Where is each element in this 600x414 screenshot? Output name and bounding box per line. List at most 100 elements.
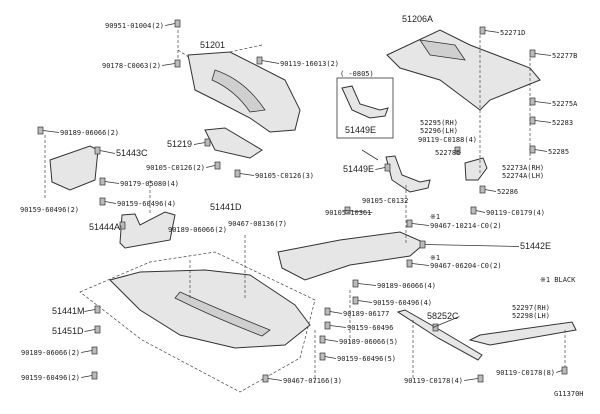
part-label[interactable]: 51449E xyxy=(345,125,376,135)
part-label[interactable]: 51442E xyxy=(520,241,551,251)
part-label[interactable]: 90189-06066(2) xyxy=(168,226,227,234)
fastener-icon xyxy=(324,307,331,316)
support-52273A xyxy=(464,157,488,181)
part-label[interactable]: 90467-08136(7) xyxy=(228,220,287,228)
part-label[interactable]: 90189-06066(5) xyxy=(339,338,398,346)
part-label[interactable]: 90467-10214-C0(2) xyxy=(430,222,502,230)
leader-line xyxy=(329,311,343,314)
side-cover-51443C xyxy=(49,145,99,191)
part-label[interactable]: 51443C xyxy=(116,148,148,158)
part-label[interactable]: 90159-60496(2) xyxy=(21,374,80,382)
part-label[interactable]: 90467-07166(3) xyxy=(283,377,342,385)
part-label[interactable]: 90105-C0126(3) xyxy=(255,172,314,180)
fastener-icon xyxy=(204,138,211,147)
leader-line xyxy=(239,173,255,176)
fastener-icon xyxy=(561,366,568,375)
part-label[interactable]: 90105-10361 xyxy=(325,209,371,217)
leader-line xyxy=(534,101,552,104)
leader-line xyxy=(375,167,386,170)
part-label[interactable]: 51201 xyxy=(200,40,225,50)
part-label[interactable]: 90189-06066(4) xyxy=(377,282,436,290)
part-label[interactable]: 51451D xyxy=(52,326,84,336)
leader-line xyxy=(267,378,283,381)
part-label[interactable]: 90159-60496(4) xyxy=(373,299,432,307)
fastener-icon xyxy=(529,145,536,154)
fastener-icon xyxy=(94,305,101,314)
leader-line xyxy=(484,30,500,33)
part-label[interactable]: 90119-C0179(4) xyxy=(486,209,545,217)
part-label[interactable]: 52271D xyxy=(500,29,525,37)
brace-58252C xyxy=(396,309,483,361)
part-label[interactable]: 52283 xyxy=(552,119,573,127)
brace-51449E-variant xyxy=(341,85,389,119)
part-label[interactable]: 90189-06177 xyxy=(343,310,389,318)
part-label[interactable]: 90159-60496 xyxy=(347,324,393,332)
part-label[interactable]: 90951-01004(2) xyxy=(105,22,164,30)
part-label[interactable]: 90178-C0063(2) xyxy=(102,62,161,70)
part-label[interactable]: 52285 xyxy=(548,148,569,156)
leader-line xyxy=(424,244,520,247)
part-label[interactable]: 90105-C0126(2) xyxy=(146,164,205,172)
part-label[interactable]: 90189-06066(2) xyxy=(60,129,119,137)
fastener-icon xyxy=(262,374,269,383)
leader-line xyxy=(344,210,373,213)
part-label[interactable]: 90119-C0178(4) xyxy=(404,377,463,385)
part-label[interactable]: 51441M xyxy=(52,306,85,316)
part-label[interactable]: 90159-60496(4) xyxy=(117,200,176,208)
part-label[interactable]: 51441D xyxy=(210,202,242,212)
leader-line xyxy=(324,339,339,342)
leader-line xyxy=(432,316,460,328)
part-label[interactable]: ※1 xyxy=(430,213,440,221)
part-label[interactable]: 52275A xyxy=(552,100,578,108)
variant-box xyxy=(336,77,394,139)
part-label[interactable]: ※1 xyxy=(430,254,440,262)
part-label[interactable]: G11370H xyxy=(554,390,584,398)
fastener-icon xyxy=(99,197,106,206)
part-label[interactable]: 51449E xyxy=(343,164,374,174)
fastener-icon xyxy=(91,346,98,355)
fastener-icon xyxy=(470,206,477,215)
part-label[interactable]: 90119-C0178(8) xyxy=(496,369,555,377)
part-label[interactable]: 51444A xyxy=(89,222,120,232)
part-label[interactable]: 90467-06204-C0(2) xyxy=(430,262,502,270)
leader-line xyxy=(464,378,479,381)
part-label[interactable]: 90159-60496(2) xyxy=(20,206,79,214)
part-label[interactable]: 52274A(LH) xyxy=(502,172,544,180)
part-label[interactable]: 90105-C0132 xyxy=(362,197,408,205)
part-label[interactable]: 90119-C0188(4) xyxy=(418,136,477,144)
part-label[interactable]: 52277B xyxy=(552,52,577,60)
part-label[interactable]: 51219 xyxy=(167,139,192,149)
part-label[interactable]: 90189-06066(2) xyxy=(21,349,80,357)
leader-line xyxy=(261,60,280,64)
part-label[interactable]: 90159-60496(5) xyxy=(337,355,396,363)
part-label[interactable]: 52296(LH) xyxy=(420,127,458,135)
part-label[interactable]: 52273A(RH) xyxy=(502,164,544,172)
leader-line xyxy=(84,309,96,312)
leader-line xyxy=(119,225,122,228)
part-label[interactable]: 58252C xyxy=(427,311,459,321)
part-label[interactable]: 52278C xyxy=(435,149,460,157)
leader-line xyxy=(411,223,430,226)
part-label[interactable]: 52298(LH) xyxy=(512,312,550,320)
part-label[interactable]: 52286 xyxy=(497,188,518,196)
leader-line xyxy=(193,142,206,145)
leader-line xyxy=(475,210,486,213)
fastener-icon xyxy=(406,259,413,268)
fastener-icon xyxy=(99,177,106,186)
part-label[interactable]: ※1 BLACK xyxy=(540,276,576,284)
part-label[interactable]: 51206A xyxy=(402,14,433,24)
leader-line xyxy=(104,181,120,184)
fastener-icon xyxy=(479,26,486,35)
part-label[interactable]: 52297(RH) xyxy=(512,304,550,312)
leader-line xyxy=(81,350,93,353)
part-label[interactable]: ( -0805) xyxy=(340,70,374,78)
fastener-icon xyxy=(529,49,536,58)
fastener-icon xyxy=(352,296,359,305)
part-label[interactable]: 52295(RH) xyxy=(420,119,458,127)
fastener-icon xyxy=(94,146,101,155)
part-label[interactable]: 90179-05080(4) xyxy=(120,180,179,188)
arrow xyxy=(361,149,379,161)
part-label[interactable]: 90119-16013(2) xyxy=(280,60,339,68)
